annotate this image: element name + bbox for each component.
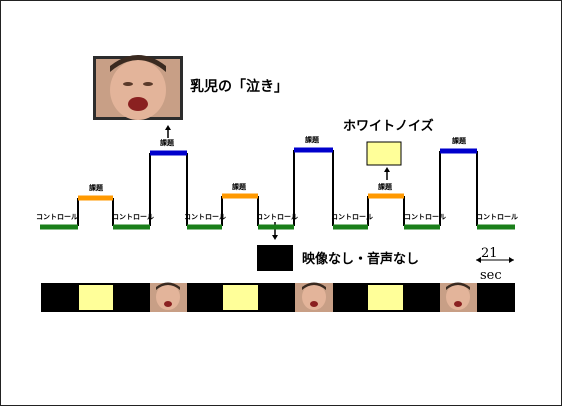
waveform-connectors (77, 150, 478, 226)
arrow-to-infant (165, 125, 171, 138)
stimulus-infant-cell (440, 282, 477, 312)
control-label: コントロール (36, 213, 78, 221)
task-high-segments (150, 147, 477, 156)
task-low-segments (78, 193, 404, 201)
white-noise-label: ホワイトノイズ (343, 118, 434, 134)
task-label: 課題 (452, 136, 467, 145)
control-label: コントロール (256, 213, 298, 221)
infant-cry-label: 乳児の「泣き」 (190, 78, 288, 95)
task-label: 課題 (305, 135, 320, 144)
stimulus-infant-cell (150, 282, 187, 312)
task-label: 課題 (160, 138, 175, 147)
infant-photo-top (93, 55, 183, 120)
scale-value: 21 (481, 246, 498, 261)
stimulus-bar-background (41, 283, 515, 312)
no-video-no-audio-label: 映像なし・音声なし (302, 251, 419, 267)
control-label: コントロール (184, 213, 226, 221)
time-scale (476, 257, 514, 263)
blank-screen-box (257, 245, 293, 271)
stimulus-bar (41, 282, 515, 312)
arrow-to-white-noise (384, 167, 390, 180)
stimulus-white-cell (79, 285, 113, 310)
task-label: 課題 (232, 182, 247, 191)
control-label: コントロール (404, 213, 446, 221)
control-label: コントロール (476, 213, 518, 221)
control-label: コントロール (331, 213, 373, 221)
stimulus-infant-cell (295, 282, 333, 312)
white-noise-box (366, 141, 402, 166)
stimulus-white-cell (368, 285, 403, 310)
stimulus-white-cell (223, 285, 258, 310)
scale-unit: sec (480, 268, 502, 283)
control-label: コントロール (112, 213, 154, 221)
task-label: 課題 (89, 183, 104, 192)
task-label: 課題 (378, 182, 393, 191)
